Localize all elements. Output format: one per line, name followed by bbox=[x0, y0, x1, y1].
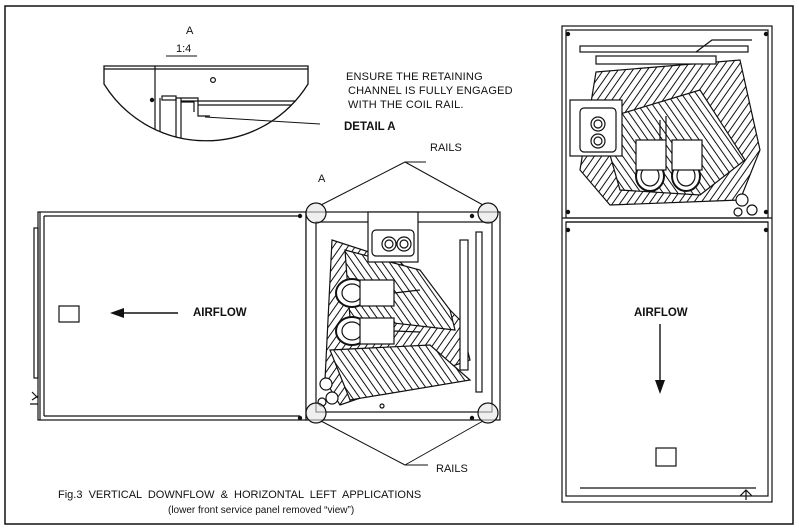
detail-note-line-3: WITH THE COIL RAIL. bbox=[348, 99, 464, 111]
airflow-arrow-down bbox=[655, 324, 665, 394]
callout-letter-a: A bbox=[318, 173, 326, 185]
figure-border bbox=[4, 5, 794, 525]
vertical-unit bbox=[561, 25, 773, 503]
figure-caption-subtitle: (lower front service panel removed “view… bbox=[168, 505, 355, 516]
airflow-arrow-left bbox=[110, 308, 178, 318]
detail-scale: 1:4 bbox=[176, 43, 192, 55]
rails-leaders bbox=[320, 161, 484, 466]
horizontal-unit bbox=[30, 202, 501, 424]
rails-label-top: RAILS bbox=[430, 142, 462, 154]
rails-label-bottom: RAILS bbox=[436, 463, 468, 475]
airflow-label-vertical: AIRFLOW bbox=[634, 307, 688, 319]
detail-note-line-1: ENSURE THE RETAINING bbox=[346, 71, 483, 83]
detail-a-view bbox=[103, 55, 321, 142]
detail-title: DETAIL A bbox=[344, 121, 396, 133]
detail-note-line-2: CHANNEL IS FULLY ENGAGED bbox=[348, 85, 513, 97]
figure-caption: Fig.3 VERTICAL DOWNFLOW & HORIZONTAL LEF… bbox=[58, 489, 422, 501]
airflow-label-horizontal: AIRFLOW bbox=[193, 307, 247, 319]
detail-letter: A bbox=[186, 25, 194, 37]
